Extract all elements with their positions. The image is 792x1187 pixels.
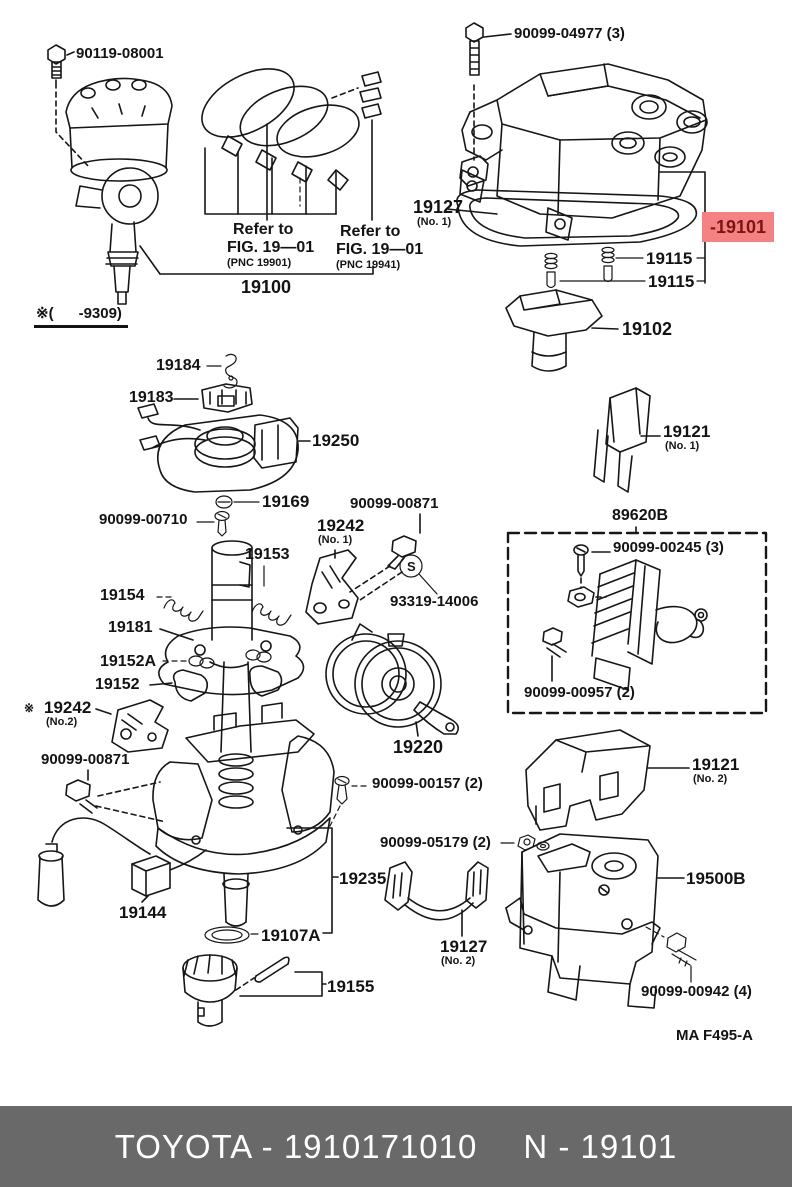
part-label-19500b: 19500B [686,869,746,888]
refer-note1-line2: FIG. 19—01 [227,239,315,256]
part-label-19127-no2: 19127 [440,937,488,956]
part-label-19242-no2: 19242 [44,698,92,717]
refer-note2-line2: FIG. 19—01 [336,241,424,258]
part-sublabel-19121-no2: (No. 2) [693,773,728,785]
part-label-19152a: 19152A [100,653,157,670]
part-label-19183: 19183 [129,389,174,406]
gear-19155-drawing [182,954,327,1027]
part-label-19153: 19153 [245,546,290,563]
refer-note2-line3: (PNC 19941) [336,259,401,271]
cover-19121-no1-drawing [593,387,661,493]
refer-note1-line1: Refer to [233,221,294,238]
distributor-cap-drawing [446,63,708,284]
part-sublabel-19121-no1: (No. 1) [665,440,700,452]
part-label-90099-05179: 90099-05179 (2) [380,834,491,851]
cord-set-drawing [159,68,382,275]
part-label-90099-04977: 90099-04977 (3) [514,25,625,42]
part-label-19154: 19154 [100,587,145,604]
part-sublabel-19242-no1: (No. 1) [318,534,353,546]
banner-figure-code: N - 19101 [523,1127,678,1165]
rings-19152a-drawing [162,649,272,669]
part-label-19102: 19102 [622,319,673,339]
governor-shaft-drawing [158,540,305,696]
part-sublabel-19127-no2: (No. 2) [441,955,476,967]
screw-mark-93319-drawing [399,554,438,595]
bolt-90119-drawing [47,44,91,169]
part-label-19127-no1: 19127 [413,197,464,217]
bracket-19242-no2-drawing [95,699,169,753]
part-label-90099-00710: 90099-00710 [99,511,188,528]
part-label-19235: 19235 [339,869,387,888]
part-sublabel-19242-no2: (No.2) [46,716,78,728]
part-label-19100: 19100 [241,277,292,297]
variant-note: ※( -9309) [34,306,128,328]
part-label-19144: 19144 [119,903,167,922]
part-label-19115-a: 19115 [646,249,693,268]
part-label-90099-00942: 90099-00942 (4) [641,983,752,1000]
bracket-19242-no1-drawing [305,549,359,625]
oring-19107a-drawing [204,926,259,944]
screw-00157-drawing [329,775,370,827]
part-label-19169: 19169 [262,492,310,511]
nut-05179-drawing [500,834,550,851]
terminal-19183-drawing [173,383,253,413]
cams-19152-drawing [149,665,283,702]
parts-diagram-canvas: S [37,22,768,1027]
distributor-housing-drawing [152,661,339,934]
part-label-90119-08001: 90119-08001 [76,45,164,62]
screw-s-mark: S [407,559,416,574]
sheet-code: MA F495-A [676,1027,753,1044]
part-label-19220: 19220 [393,737,444,757]
part-label-90099-00957: 90099-00957 (2) [524,684,635,701]
part-label-19242-no1: 19242 [317,516,365,535]
part-label-19115-b: 19115 [648,272,695,291]
screw-00942-drawing [645,926,697,983]
part-label-19107a: 19107A [261,926,321,945]
distributor-assembly-drawing [65,77,173,305]
banner-brand-code: TOYOTA - 1910171010 [114,1127,478,1165]
igniter-module-89620b-drawing [506,526,768,715]
spring-19153-drawing [251,565,292,626]
refer-note2-line1: Refer to [340,223,401,240]
cover-19121-no2-drawing [525,729,690,831]
bolt-04977-drawing [459,22,512,187]
washer-19169-drawing [215,495,260,509]
rotor-19102-drawing [505,289,619,372]
part-label-19250: 19250 [312,431,360,450]
highlighted-part-label-19101[interactable]: -19101 [702,212,774,242]
clamp-19127-no2-drawing [384,861,489,937]
catalog-banner: TOYOTA - 1910171010 N - 19101 [0,1106,792,1187]
part-sublabel-19127-no1: (No. 1) [417,216,452,228]
part-label-19184: 19184 [156,357,201,374]
dust-cover-19250-drawing [137,403,311,493]
clip-19184-drawing [206,353,238,389]
part-label-19152: 19152 [95,676,140,693]
part-label-90099-00871-a: 90099-00871 [350,495,439,512]
vacuum-advancer-19220-drawing [325,623,460,737]
part-label-89620b: 89620B [612,507,669,524]
screw-00710-drawing [196,510,230,537]
spring-19154-drawing [156,596,204,622]
part-label-90099-00157: 90099-00157 (2) [372,775,483,792]
part-label-19121-no1: 19121 [663,422,711,441]
part-label-19181: 19181 [108,619,153,636]
condenser-19144-drawing [37,817,207,907]
cap-spring-19115-drawing [544,246,706,289]
part-label-19121-no2: 19121 [692,755,740,774]
part-label-90099-00871-b: 90099-00871 [41,751,130,768]
refer-note1-line3: (PNC 19901) [227,257,292,269]
part-label-19155: 19155 [327,977,375,996]
part-label-90099-00245: 90099-00245 (3) [613,539,724,556]
part-label-93319-14006: 93319-14006 [390,593,479,610]
variant-star-mark: ※ [24,701,35,715]
coil-housing-19500b-drawing [505,833,685,1009]
bolt-00871-no2-drawing [65,769,167,823]
